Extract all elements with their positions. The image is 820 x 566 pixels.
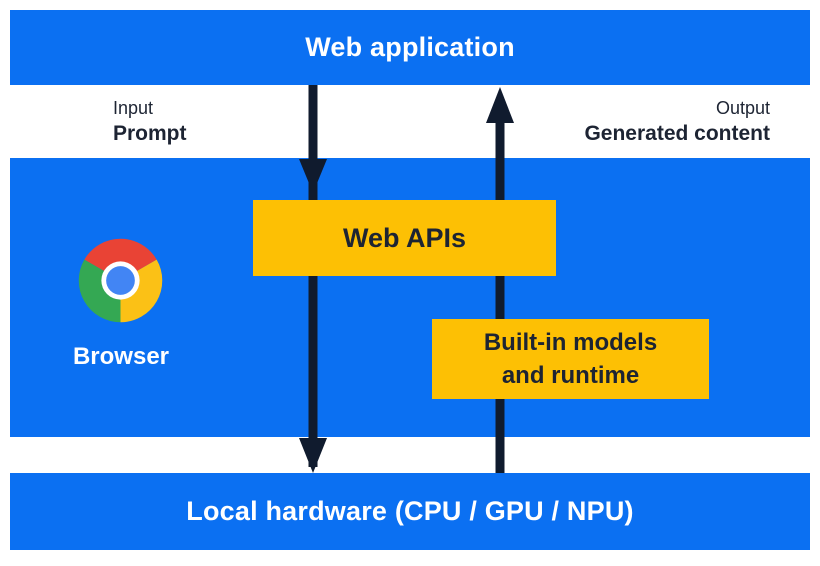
input-title: Input xyxy=(113,98,154,118)
input-label-block: Input Prompt xyxy=(113,96,187,148)
output-title: Output xyxy=(715,98,770,118)
built-in-models-label-line1: Built-in models xyxy=(483,329,658,356)
web-apis-box: Web APIs xyxy=(253,200,556,276)
built-in-models-box: Built-in models and runtime xyxy=(432,319,709,399)
input-value: Prompt xyxy=(113,122,187,145)
browser-label: Browser xyxy=(72,343,170,370)
web-apis-label: Web APIs xyxy=(342,222,467,253)
chrome-logo-icon xyxy=(78,238,163,323)
local-hardware-bar: Local hardware (CPU / GPU / NPU) xyxy=(10,473,810,550)
built-in-models-label-line2: and runtime xyxy=(501,362,640,389)
output-value: Generated content xyxy=(584,122,770,145)
output-label-block: Output Generated content xyxy=(584,96,770,148)
web-application-label: Web application xyxy=(305,32,515,62)
local-hardware-label: Local hardware (CPU / GPU / NPU) xyxy=(186,496,634,526)
web-application-bar: Web application xyxy=(10,10,810,85)
